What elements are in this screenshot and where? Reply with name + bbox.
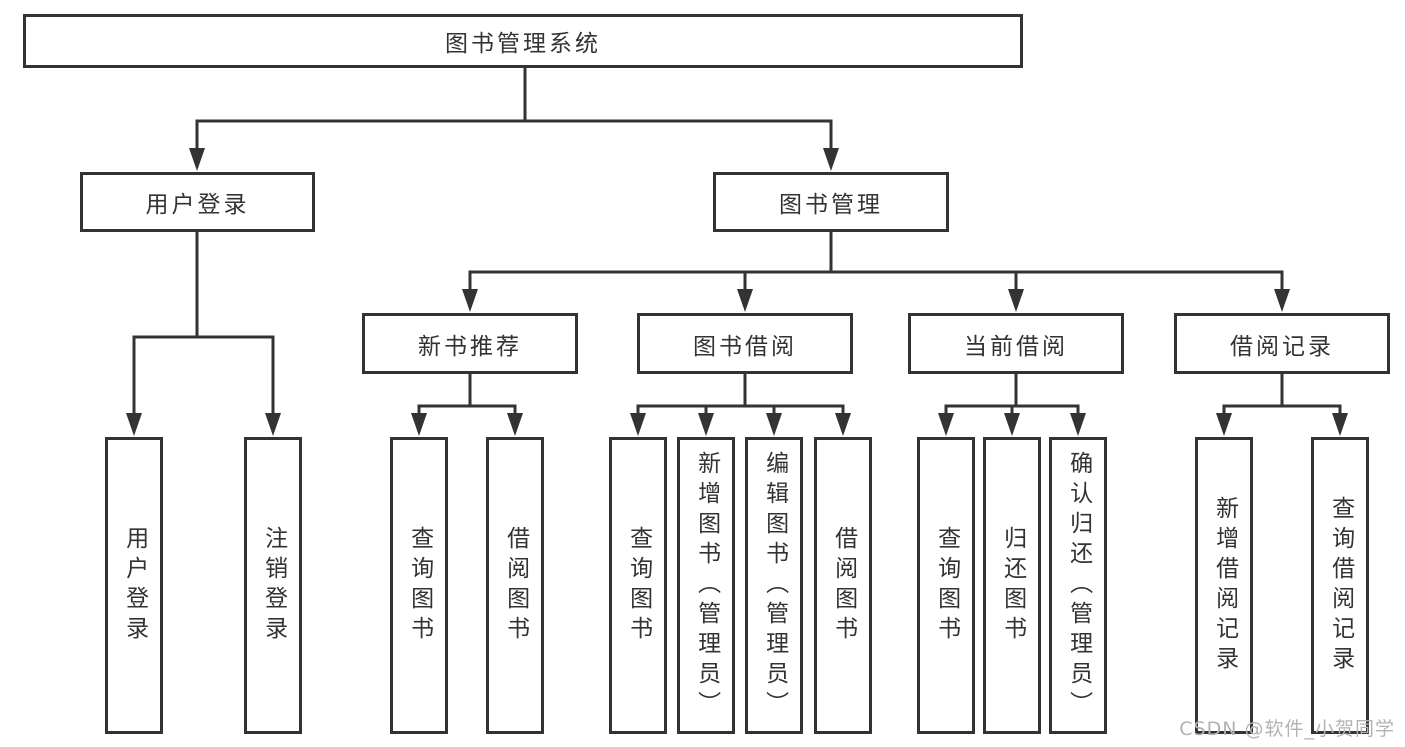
node-root-system: 图书管理系统 bbox=[23, 14, 1023, 68]
node-current-borrow-label: 当前借阅 bbox=[964, 333, 1068, 360]
leaf-newbook-query-books: 查询图书 bbox=[390, 437, 448, 734]
node-book-borrow-label: 图书借阅 bbox=[693, 333, 797, 360]
leaf-current-query-books: 查询图书 bbox=[917, 437, 975, 734]
leaf-borrow-borrow-books-label: 借阅图书 bbox=[830, 525, 857, 646]
leaf-borrow-add-books-admin: 新增图书（管理员） bbox=[677, 437, 735, 734]
leaf-records-query-record: 查询借阅记录 bbox=[1311, 437, 1369, 734]
leaf-newbook-borrow-books: 借阅图书 bbox=[486, 437, 544, 734]
node-book-management-label: 图书管理 bbox=[779, 192, 883, 218]
node-borrow-records-label: 借阅记录 bbox=[1230, 333, 1334, 360]
node-root-system-label: 图书管理系统 bbox=[445, 31, 601, 57]
leaf-user-login: 用户登录 bbox=[105, 437, 163, 734]
leaf-current-query-books-label: 查询图书 bbox=[933, 525, 960, 646]
node-user-login: 用户登录 bbox=[80, 172, 315, 232]
leaf-user-login-label: 用户登录 bbox=[121, 525, 148, 646]
node-book-management: 图书管理 bbox=[713, 172, 949, 232]
leaf-borrow-query-books-label: 查询图书 bbox=[625, 525, 652, 646]
leaf-current-return-books-label: 归还图书 bbox=[999, 525, 1026, 646]
leaf-current-confirm-return-admin: 确认归还（管理员） bbox=[1049, 437, 1107, 734]
leaf-logout: 注销登录 bbox=[244, 437, 302, 734]
leaf-newbook-borrow-books-label: 借阅图书 bbox=[502, 525, 529, 646]
node-new-book-recommend-label: 新书推荐 bbox=[418, 333, 522, 360]
node-user-login-label: 用户登录 bbox=[145, 192, 250, 218]
leaf-newbook-query-books-label: 查询图书 bbox=[406, 525, 433, 646]
leaf-records-add-record: 新增借阅记录 bbox=[1195, 437, 1253, 734]
node-borrow-records: 借阅记录 bbox=[1174, 313, 1390, 374]
leaf-borrow-edit-books-admin-label: 编辑图书（管理员） bbox=[761, 450, 788, 721]
node-new-book-recommend: 新书推荐 bbox=[362, 313, 578, 374]
leaf-records-add-record-label: 新增借阅记录 bbox=[1211, 495, 1238, 676]
csdn-watermark: CSDN @软件_小贺同学 bbox=[1179, 718, 1395, 740]
leaf-borrow-edit-books-admin: 编辑图书（管理员） bbox=[745, 437, 803, 734]
leaf-borrow-query-books: 查询图书 bbox=[609, 437, 667, 734]
leaf-borrow-add-books-admin-label: 新增图书（管理员） bbox=[693, 450, 720, 721]
leaf-borrow-borrow-books: 借阅图书 bbox=[814, 437, 872, 734]
leaf-records-query-record-label: 查询借阅记录 bbox=[1327, 495, 1354, 676]
leaf-current-return-books: 归还图书 bbox=[983, 437, 1041, 734]
leaf-current-confirm-return-admin-label: 确认归还（管理员） bbox=[1065, 450, 1092, 721]
node-current-borrow: 当前借阅 bbox=[908, 313, 1124, 374]
connector-lines bbox=[132, 66, 1342, 414]
leaf-logout-label: 注销登录 bbox=[260, 525, 287, 646]
node-book-borrow: 图书借阅 bbox=[637, 313, 853, 374]
